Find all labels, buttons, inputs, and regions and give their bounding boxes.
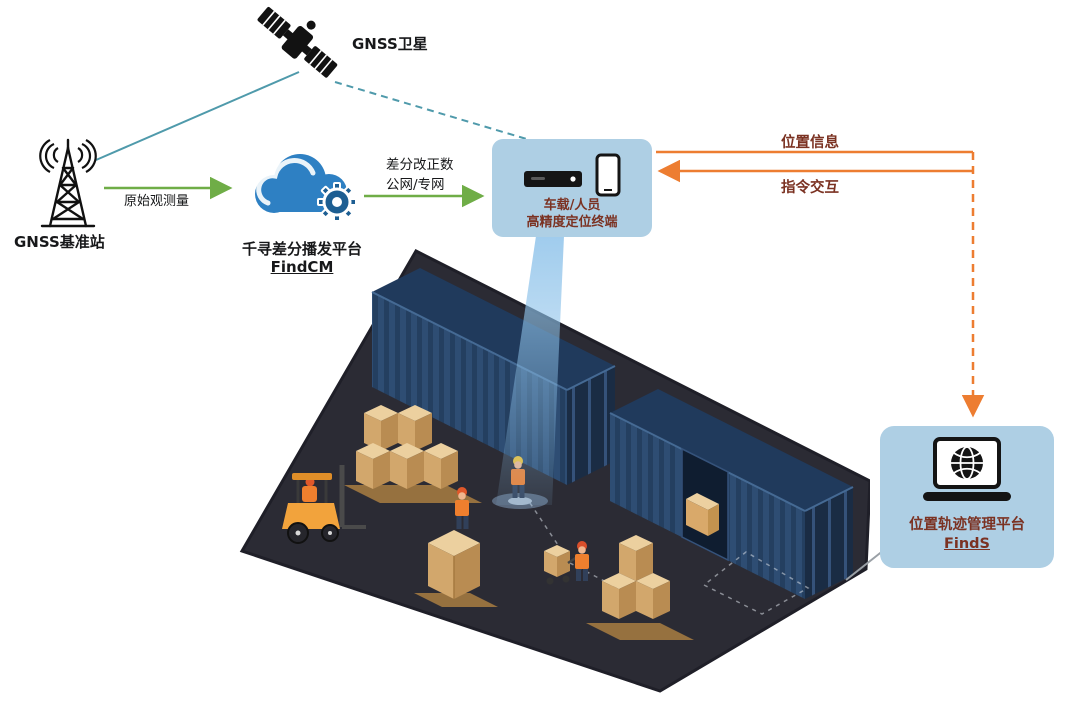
globe-icon xyxy=(951,446,983,480)
laptop-globe-icon xyxy=(923,437,1011,501)
cloud-platform-name: FindCM xyxy=(270,258,334,276)
pallet-jack xyxy=(544,545,581,585)
management-panel-name: FindS xyxy=(943,536,991,552)
forklift-driver xyxy=(302,486,317,502)
base-station-label: GNSS基准站 xyxy=(14,233,105,251)
zone-marking xyxy=(702,551,810,615)
terminal-panel: 车载/人员 高精度定位终端 xyxy=(492,139,652,237)
signal-waves-icon xyxy=(39,139,97,173)
worker-3 xyxy=(575,541,589,581)
gear-icon xyxy=(317,182,357,222)
satellite-icon xyxy=(250,0,345,89)
correction-label-line1: 差分改正数 xyxy=(386,157,454,173)
receiver-icon xyxy=(524,171,582,187)
phone-icon xyxy=(595,153,621,197)
container-open-doors xyxy=(681,447,729,562)
worker-1 xyxy=(455,487,469,529)
terminal-label-line1: 车载/人员 xyxy=(543,198,601,213)
terminal-devices xyxy=(523,151,621,197)
cloud-gear-icon xyxy=(240,142,365,231)
correction-label-line2: 公网/专网 xyxy=(386,177,445,193)
satellite-label: GNSS卫星 xyxy=(352,35,428,53)
forklift xyxy=(282,465,366,544)
box-stack-2 xyxy=(414,530,498,607)
container-2 xyxy=(609,389,854,599)
cloud-platform-title: 千寻差分播发平台 xyxy=(241,240,362,258)
raw-observation-label: 原始观测量 xyxy=(124,194,190,209)
base-station-antenna-icon xyxy=(28,138,108,234)
terminal-label-line2: 高精度定位终端 xyxy=(526,215,618,230)
box-stack-1 xyxy=(344,405,482,503)
correction-labels: 差分改正数 公网/专网 xyxy=(386,155,454,195)
command-interaction-label: 指令交互 xyxy=(781,180,839,196)
warehouse-scene xyxy=(239,249,870,693)
position-info-label: 位置信息 xyxy=(781,135,839,151)
management-panel-title: 位置轨迹管理平台 xyxy=(909,517,1025,533)
management-panel: 位置轨迹管理平台 FindS xyxy=(880,426,1054,568)
box-stack-3 xyxy=(586,535,694,640)
satellite-to-terminal-link xyxy=(334,81,541,144)
